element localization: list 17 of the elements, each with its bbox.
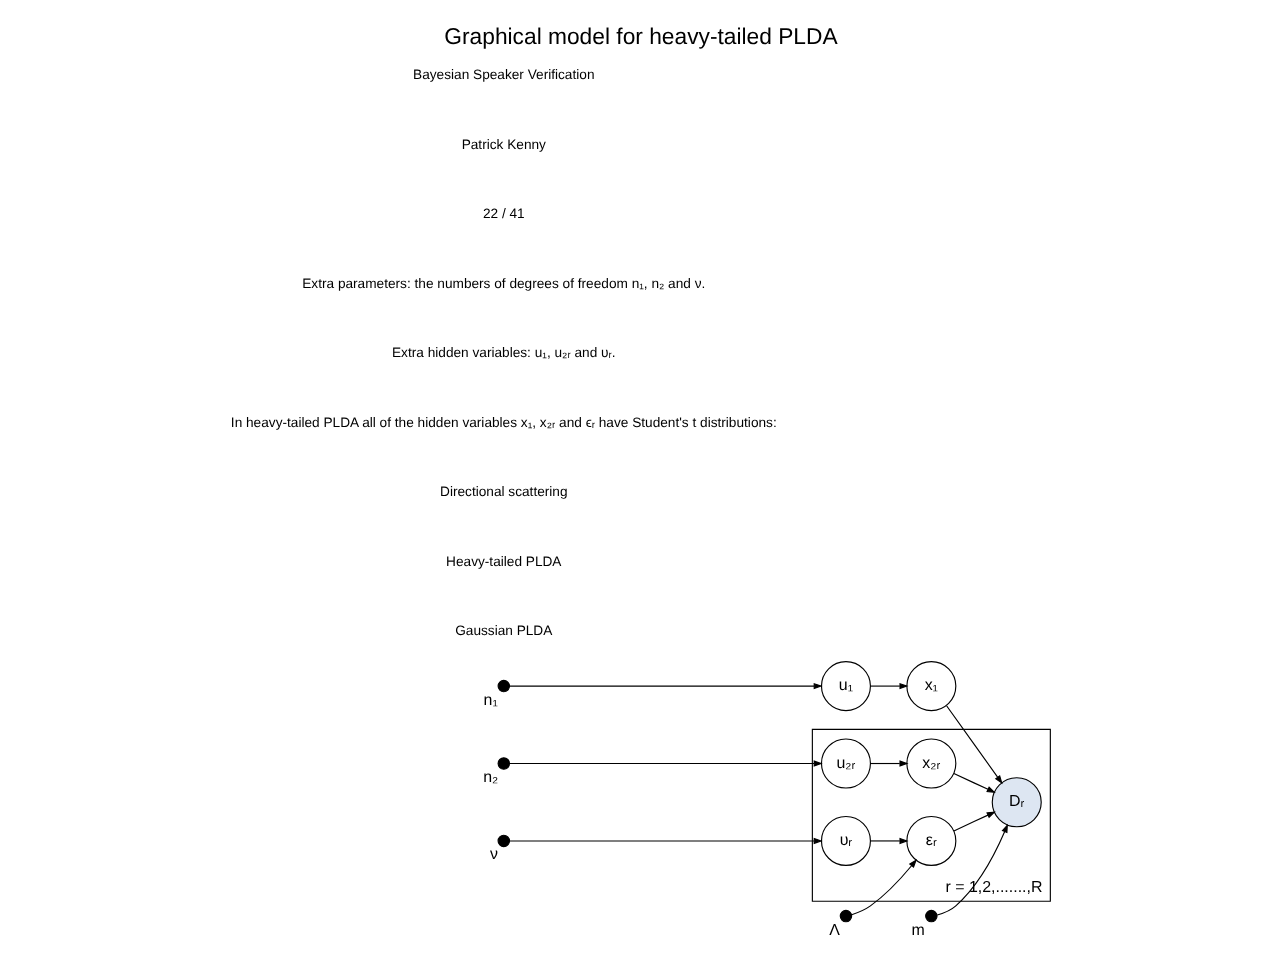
arrow	[935, 823, 1007, 916]
node-circle	[496, 834, 510, 848]
arrow	[945, 705, 1002, 785]
arrow	[952, 811, 995, 832]
arrow	[869, 682, 908, 690]
arrow	[508, 837, 822, 845]
arrow	[850, 858, 917, 916]
arrow	[869, 837, 908, 845]
arrow	[869, 760, 908, 767]
arrow	[508, 682, 822, 690]
arrow	[952, 772, 995, 793]
arrow	[508, 760, 822, 767]
node-circle	[838, 909, 852, 923]
node-circle	[496, 679, 510, 693]
node-circle	[924, 909, 937, 923]
node-circle	[496, 757, 510, 770]
diagram-title: Graphical model for heavy-tailed PLDA	[443, 25, 837, 50]
